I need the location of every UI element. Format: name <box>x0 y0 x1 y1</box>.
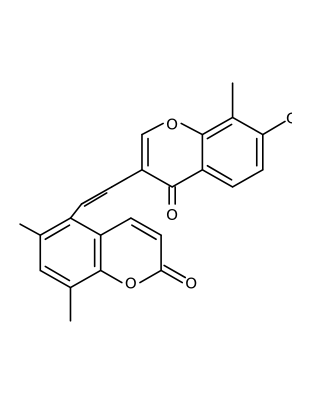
bond <box>80 186 113 205</box>
vinyl-linker <box>69 186 113 219</box>
bond <box>99 217 132 237</box>
top-chromone <box>141 82 286 205</box>
chlorine-atom-label: Cl <box>286 109 292 127</box>
bond <box>39 269 72 289</box>
carbonyl-bond <box>160 269 184 284</box>
bond <box>130 217 162 237</box>
bond <box>69 269 102 289</box>
bond <box>180 122 204 136</box>
bond <box>69 203 83 219</box>
bond <box>206 164 233 181</box>
bond <box>131 224 157 241</box>
bond <box>231 116 264 136</box>
oxygen-atom-label: O <box>185 275 197 293</box>
bond <box>99 269 123 284</box>
bond <box>171 168 204 188</box>
bond <box>141 168 173 188</box>
oxygen-atom-label: O <box>166 115 178 133</box>
bond <box>83 192 108 207</box>
bond <box>139 269 162 284</box>
structure-diagram: Cl O O O O <box>19 82 292 322</box>
bond <box>201 168 234 188</box>
oxygen-atom-label: O <box>166 206 178 224</box>
methyl-bond <box>19 223 42 237</box>
bond <box>201 116 234 136</box>
bond <box>69 217 102 237</box>
bond <box>141 122 164 136</box>
bond <box>231 168 264 188</box>
bond <box>44 265 71 282</box>
oxygen-atom-label: O <box>125 275 137 293</box>
carbonyl-bond <box>163 264 187 279</box>
chlorine-bond <box>261 120 286 136</box>
molecule-drawing: Cl O O O O <box>19 82 292 322</box>
bond <box>39 217 72 237</box>
bottom-coumarin <box>19 217 187 322</box>
bond <box>110 168 143 188</box>
bond <box>44 224 71 241</box>
bond <box>206 123 233 140</box>
